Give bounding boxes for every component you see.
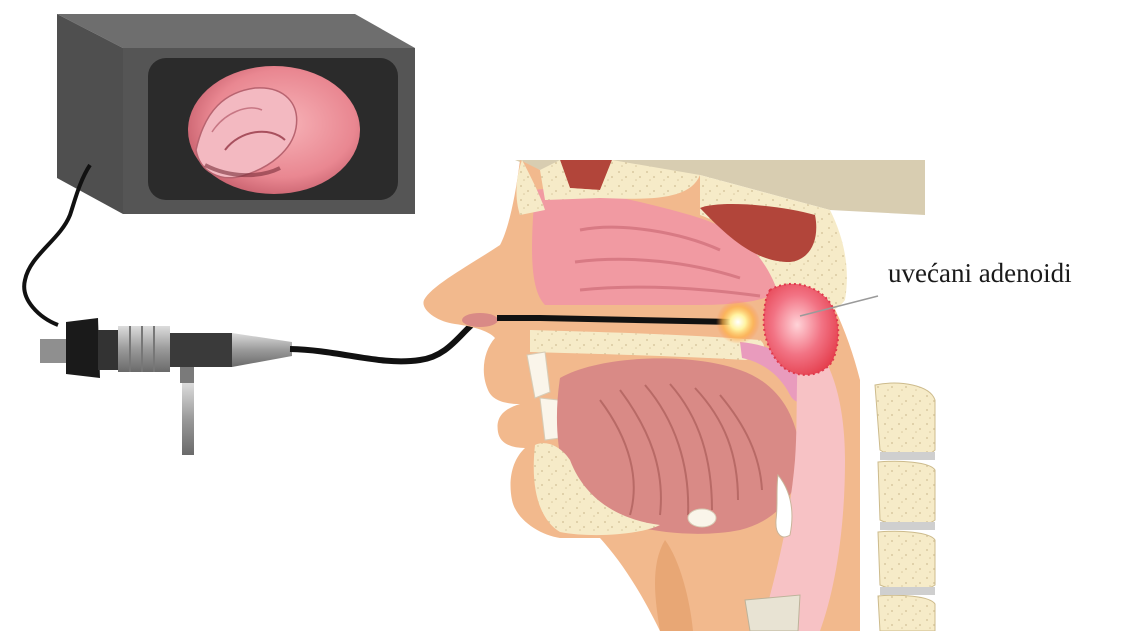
scope-body-metal (118, 326, 170, 372)
scope-eyepiece (66, 318, 100, 378)
scope-body-ring-1 (98, 330, 118, 370)
scope-light-post-stem (182, 383, 194, 455)
scope-rear-cap (40, 339, 70, 363)
hyoid-bone (688, 509, 716, 527)
endoscope-light-glow (716, 300, 760, 344)
nostril (462, 313, 498, 327)
vertebra-c2 (878, 461, 935, 526)
vertebra-c4 (878, 595, 935, 631)
monitor-side-face (57, 14, 123, 214)
spinal-disc-1 (880, 452, 935, 460)
scope-body-dark (170, 333, 232, 367)
trachea (745, 595, 800, 631)
scope-tip-cone (232, 333, 292, 367)
spinal-disc-2 (880, 522, 935, 530)
endoscope-handle (40, 318, 292, 455)
monitor-cable (24, 165, 90, 325)
adenoid-label: uvećani adenoidi (888, 258, 1072, 288)
head-cross-section (423, 160, 935, 631)
vertebra-c3 (878, 531, 935, 590)
monitor (57, 14, 415, 214)
scope-light-post (180, 367, 194, 383)
vertebra-c1 (875, 383, 935, 457)
cervical-spine (875, 383, 935, 631)
spinal-disc-3 (880, 587, 935, 595)
